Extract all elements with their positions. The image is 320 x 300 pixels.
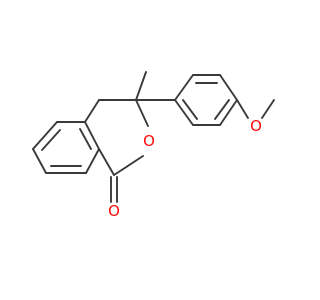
bond — [98, 148, 115, 176]
atom-labels: O O O — [108, 117, 262, 220]
bond — [79, 128, 92, 150]
bond — [135, 99, 149, 127]
bond — [219, 74, 238, 101]
bond — [174, 74, 194, 101]
bond — [85, 148, 100, 174]
bond — [261, 99, 275, 119]
bond — [214, 99, 230, 120]
structure-canvas: O O O — [32, 71, 275, 220]
bond — [113, 155, 144, 176]
methoxy-oxygen-label: O — [250, 117, 262, 135]
molecule-drawing: O O O — [32, 71, 275, 220]
bond — [84, 121, 100, 150]
bond — [32, 121, 58, 150]
carbonyl-oxygen-label: O — [108, 202, 120, 220]
bond — [135, 71, 147, 101]
bond — [174, 99, 194, 126]
bond — [41, 129, 61, 151]
bond — [84, 99, 100, 123]
bond — [32, 148, 47, 174]
bond — [219, 99, 238, 126]
ring-oxygen-label: O — [143, 132, 155, 150]
bond — [182, 99, 198, 120]
bonds — [32, 71, 275, 203]
bond — [236, 99, 249, 119]
